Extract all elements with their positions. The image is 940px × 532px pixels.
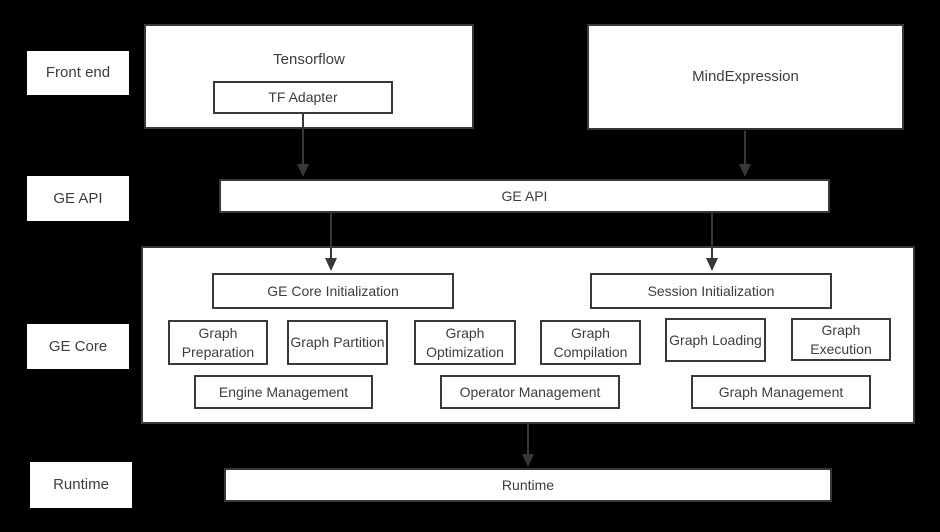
operator-management-box: Operator Management: [440, 375, 620, 409]
ge-core-initialization-box: GE Core Initialization: [212, 273, 454, 309]
layer-label-ge-core: GE Core: [27, 324, 129, 369]
graph-compilation-box: Graph Compilation: [540, 320, 641, 365]
tensorflow-box: Tensorflow TF Adapter: [144, 24, 474, 129]
mindexpression-box: MindExpression: [587, 24, 904, 130]
session-initialization-box: Session Initialization: [590, 273, 832, 309]
arrow-tf-adapter-to-ge-api: [302, 114, 304, 164]
ge-core-box: GE Core Initialization Session Initializ…: [141, 246, 915, 424]
layer-label-ge-api: GE API: [27, 176, 129, 221]
runtime-bar: Runtime: [224, 468, 832, 502]
ge-api-bar: GE API: [219, 179, 830, 213]
arrow-ge-core-to-runtime: [527, 424, 529, 454]
tf-adapter-box: TF Adapter: [213, 81, 393, 114]
graph-management-box: Graph Management: [691, 375, 871, 409]
layer-label-front-end: Front end: [27, 51, 129, 95]
layer-label-runtime: Runtime: [30, 462, 132, 508]
graph-loading-box: Graph Loading: [665, 318, 766, 362]
graph-preparation-box: Graph Preparation: [168, 320, 268, 365]
arrow-ge-api-to-ge-core-initialization: [330, 213, 332, 258]
arrow-ge-api-to-session-initialization: [711, 213, 713, 258]
graph-execution-box: Graph Execution: [791, 318, 891, 361]
arrow-mindexpression-to-ge-api: [744, 131, 746, 164]
graph-partition-box: Graph Partition: [287, 320, 388, 365]
engine-management-box: Engine Management: [194, 375, 373, 409]
tensorflow-title: Tensorflow: [273, 51, 345, 68]
graph-optimization-box: Graph Optimization: [414, 320, 516, 365]
